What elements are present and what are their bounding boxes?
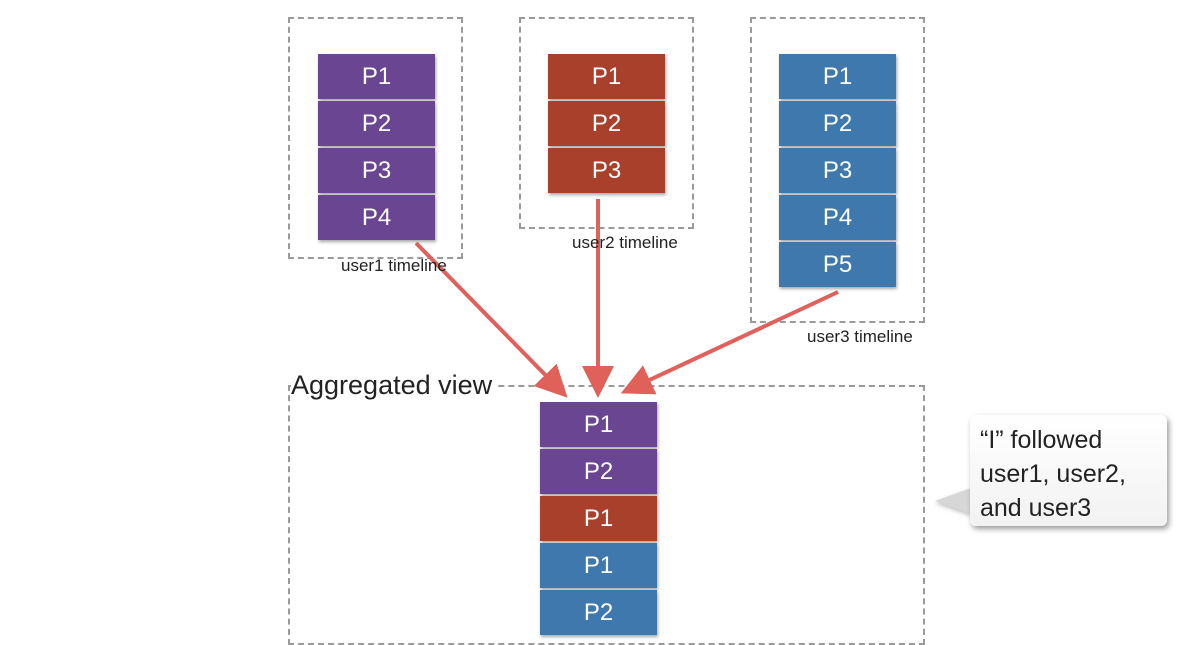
aggregated-post: P1: [540, 402, 657, 447]
user1-timeline-frame: [288, 17, 463, 259]
user2-post: P3: [548, 148, 665, 193]
callout-line: “I” followed: [980, 426, 1103, 454]
user2-post: P2: [548, 101, 665, 146]
arrow-user3: [620, 290, 839, 395]
user3-post: P1: [779, 54, 896, 99]
user3-post: P5: [779, 242, 896, 287]
user3-timeline-caption: user3 timeline: [807, 327, 913, 346]
user1-post: P4: [318, 195, 435, 240]
user2-post: P1: [548, 54, 665, 99]
user2-timeline-caption: user2 timeline: [572, 233, 678, 252]
callout-bubble: “I” followed user1, user2, and user3: [970, 415, 1167, 526]
user1-post: P3: [318, 148, 435, 193]
user1-post: P1: [318, 54, 435, 99]
user3-post: P2: [779, 101, 896, 146]
user3-post: P4: [779, 195, 896, 240]
user1-timeline-caption: user1 timeline: [341, 256, 447, 275]
aggregated-post: P1: [540, 496, 657, 541]
user2-timeline-frame: [519, 17, 694, 229]
user3-timeline-frame: [750, 17, 925, 323]
arrows: [414, 199, 839, 398]
aggregated-post: P2: [540, 449, 657, 494]
aggregated-post: P2: [540, 590, 657, 635]
aggregated-view-title: Aggregated view: [291, 370, 497, 401]
user3-post: P3: [779, 148, 896, 193]
arrow-user1: [414, 241, 568, 398]
callout-tail: [935, 488, 971, 514]
callout-line: user1, user2,: [980, 460, 1126, 488]
aggregated-post: P1: [540, 543, 657, 588]
user1-post: P2: [318, 101, 435, 146]
callout-line: and user3: [980, 494, 1092, 522]
